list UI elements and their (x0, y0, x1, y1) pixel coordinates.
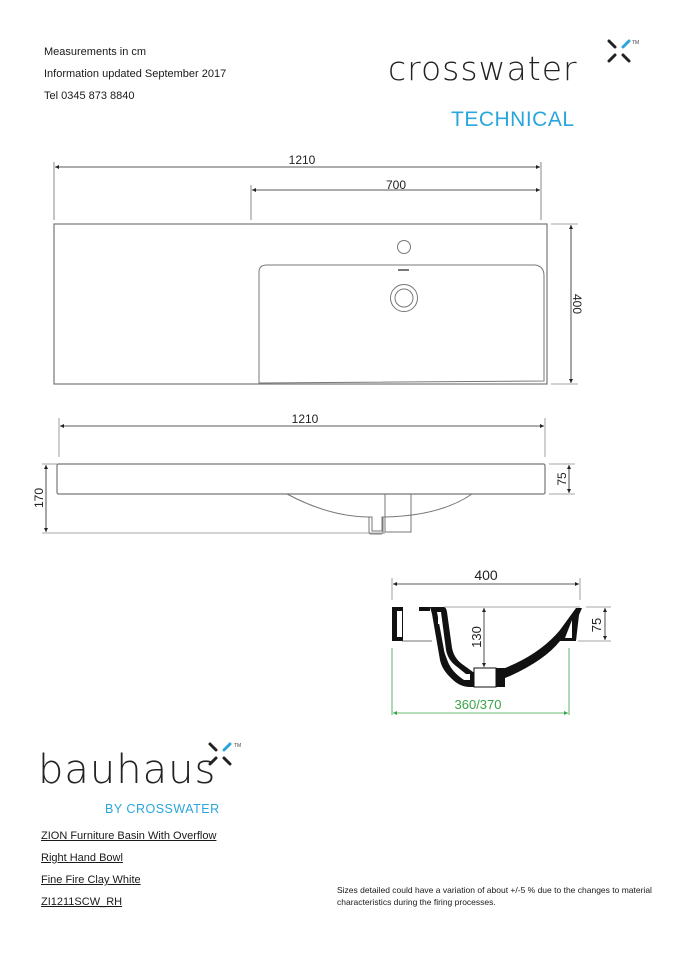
disclaimer-note: Sizes detailed could have a variation of… (337, 885, 652, 907)
dim-front-width: 1210 (292, 412, 319, 426)
technical-label: TECHNICAL (451, 108, 575, 131)
dim-front-rim: 75 (555, 472, 569, 486)
front-view: 1210 170 75 (32, 412, 575, 535)
dim-top-depth: 400 (570, 294, 584, 314)
product-orientation: Right Hand Bowl (41, 852, 123, 864)
product-material: Fine Fire Clay White (41, 874, 141, 886)
dim-top-width: 1210 (289, 153, 316, 167)
dim-bowl-width: 700 (386, 178, 406, 192)
dim-cabinet-fit: 360/370 (455, 697, 502, 712)
product-code: ZI1211SCW_RH (41, 896, 123, 908)
dim-front-height: 170 (32, 488, 46, 508)
crosswater-logo: crosswater (388, 49, 578, 88)
by-crosswater-label: BY CROSSWATER (105, 802, 220, 816)
info-telephone: Tel 0345 873 8840 (44, 90, 135, 102)
dim-section-rim: 75 (589, 618, 604, 632)
product-name: ZION Furniture Basin With Overflow (41, 830, 217, 842)
bauhaus-logo: bauhaus (38, 747, 217, 793)
section-view: 400 130 75 360/370 (391, 567, 611, 715)
dim-section-width: 400 (474, 567, 498, 583)
dim-bowl-depth: 130 (469, 626, 484, 648)
info-measurements: Measurements in cm (44, 46, 147, 58)
info-updated: Information updated September 2017 (44, 68, 227, 80)
top-view: 1210 700 400 (53, 153, 584, 385)
